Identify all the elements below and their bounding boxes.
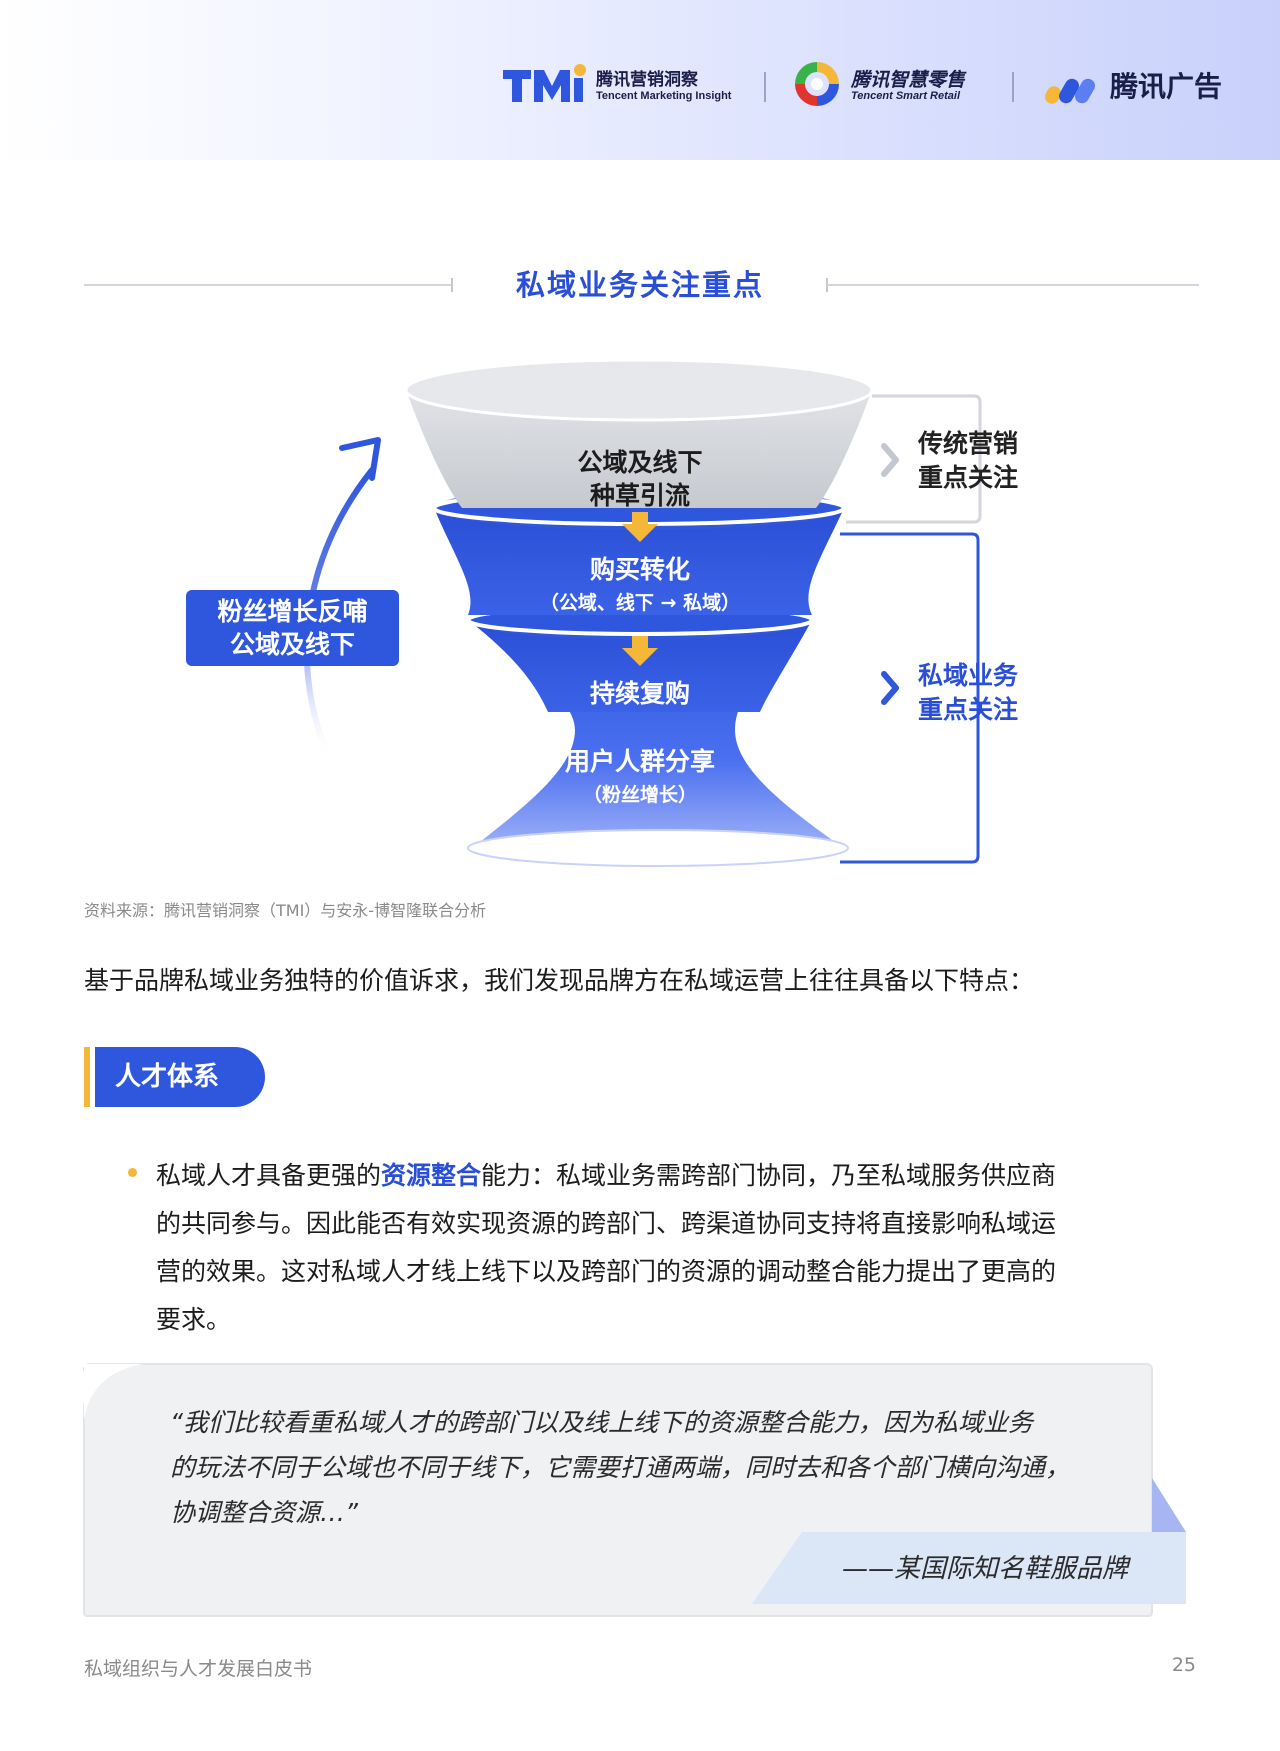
section-tag: 人才体系 [95, 1047, 265, 1107]
quote-corner-fold [1152, 1478, 1186, 1532]
chevron-right-icon [881, 671, 899, 705]
chevron-right-icon [881, 443, 899, 477]
loop-label-line-2: 公域及线下 [229, 630, 355, 659]
bracket-private [840, 532, 980, 864]
stage-4-title: 用户人群分享 [564, 747, 715, 776]
footer-title: 私域组织与人才发展白皮书 [84, 1658, 313, 1680]
title-rule-left [84, 284, 452, 286]
stage-3-label: 持续复购 [540, 678, 740, 710]
bullet-paragraph: 私域人才具备更强的资源整合能力：私域业务需跨部门协同，乃至私域服务供应商 的共同… [156, 1152, 1202, 1344]
stage-1-label: 公域及线下 种草引流 [540, 446, 740, 512]
tencent-ads-logo-icon [1045, 78, 1095, 104]
tag-accent-bar [84, 1047, 90, 1107]
tmi-logo-cn: 腾讯营销洞察 [596, 70, 698, 90]
tencent-ads-logo-text: 腾讯广告 [1110, 70, 1223, 103]
funnel-base-ellipse [467, 829, 849, 867]
smart-retail-logo-icon [795, 62, 839, 106]
loop-label-line-1: 粉丝增长反哺 [217, 597, 368, 626]
source-note: 资料来源：腾讯营销洞察（TMI）与安永-博智隆联合分析 [84, 901, 487, 920]
bullet-line-1: 私域人才具备更强的资源整合能力：私域业务需跨部门协同，乃至私域服务供应商 [156, 1152, 1202, 1200]
loop-label-box: 粉丝增长反哺 公域及线下 [186, 590, 399, 666]
title-rule-tick [451, 278, 453, 292]
header-band: 腾讯营销洞察 Tencent Marketing Insight 腾讯智慧零售 … [0, 0, 1280, 160]
tmi-logo-text: 腾讯营销洞察 Tencent Marketing Insight [596, 70, 731, 103]
bracket-traditional-line-1: 传统营销 [918, 429, 1019, 458]
bullet-line-4: 要求。 [156, 1305, 232, 1334]
header-separator [1012, 72, 1014, 102]
bullet-text-before: 私域人才具备更强的 [156, 1161, 382, 1190]
funnel-top-ellipse [404, 358, 874, 422]
tmi-logo-en: Tencent Marketing Insight [596, 90, 732, 102]
stage-4-label: 用户人群分享 （粉丝增长） [520, 746, 760, 808]
smart-retail-logo-text: 腾讯智慧零售 Tencent Smart Retail [851, 70, 965, 103]
quote-attribution: ——某国际知名鞋服品牌 [842, 1554, 1129, 1584]
intro-paragraph: 基于品牌私域业务独特的价值诉求，我们发现品牌方在私域运营上往往具备以下特点： [84, 966, 1035, 995]
bullet-dot-icon [128, 1168, 137, 1177]
quote-line-2: 的玩法不同于公域也不同于线下，它需要打通两端，同时去和各个部门横向沟通， [170, 1453, 1071, 1482]
funnel-stage-2 [434, 508, 844, 615]
funnel-diagram [303, 358, 982, 867]
stage-2-title: 购买转化 [589, 555, 690, 584]
bracket-private-line-1: 私域业务 [918, 661, 1019, 690]
bracket-private-line-2: 重点关注 [918, 695, 1019, 724]
title-rule-right [827, 284, 1199, 286]
page-number: 25 [1171, 1654, 1196, 1676]
smart-retail-logo-en: Tencent Smart Retail [851, 90, 961, 102]
quote-text: “我们比较看重私域人才的跨部门以及线上线下的资源整合能力，因为私域业务 的玩法不… [170, 1400, 1100, 1535]
bullet-line-2: 的共同参与。因此能否有效实现资源的跨部门、跨渠道协同支持将直接影响私域运 [156, 1209, 1057, 1238]
down-arrow-icon [622, 512, 658, 542]
stage-1-line-2: 种草引流 [589, 481, 690, 510]
bracket-traditional-line-2: 重点关注 [918, 463, 1019, 492]
tmi-logo-icon [503, 64, 586, 102]
stage-1-line-1: 公域及线下 [577, 448, 703, 477]
funnel-stage-1 [406, 390, 872, 508]
quote-card [82, 1363, 1186, 1617]
stage-2-label: 购买转化 （公域、线下 → 私域） [500, 554, 780, 616]
quote-attribution-band [752, 1532, 1186, 1604]
down-arrow-icon [622, 636, 658, 666]
loop-arrow-head-icon [339, 437, 381, 481]
stage-3-title: 持续复购 [589, 679, 690, 708]
stage-4-sub: （粉丝增长） [582, 784, 697, 806]
quote-line-1: “我们比较看重私域人才的跨部门以及线上线下的资源整合能力，因为私域业务 [170, 1408, 1033, 1437]
quote-line-3: 协调整合资源…” [170, 1498, 358, 1527]
bracket-private-label: 私域业务 重点关注 [918, 659, 1018, 727]
header-separator [764, 72, 766, 102]
stage-2-sub: （公域、线下 → 私域） [539, 592, 741, 614]
bullet-text-after: 能力：私域业务需跨部门协同，乃至私域服务供应商 [481, 1161, 1057, 1190]
bullet-highlight: 资源整合 [381, 1161, 482, 1190]
bracket-traditional [846, 394, 982, 524]
bracket-traditional-label: 传统营销 重点关注 [918, 427, 1018, 495]
section-title: 私域业务关注重点 [515, 268, 764, 302]
bullet-line-3: 营的效果。这对私域人才线上线下以及跨部门的资源的调动整合能力提出了更高的 [156, 1257, 1057, 1286]
smart-retail-logo-cn: 腾讯智慧零售 [851, 69, 966, 91]
